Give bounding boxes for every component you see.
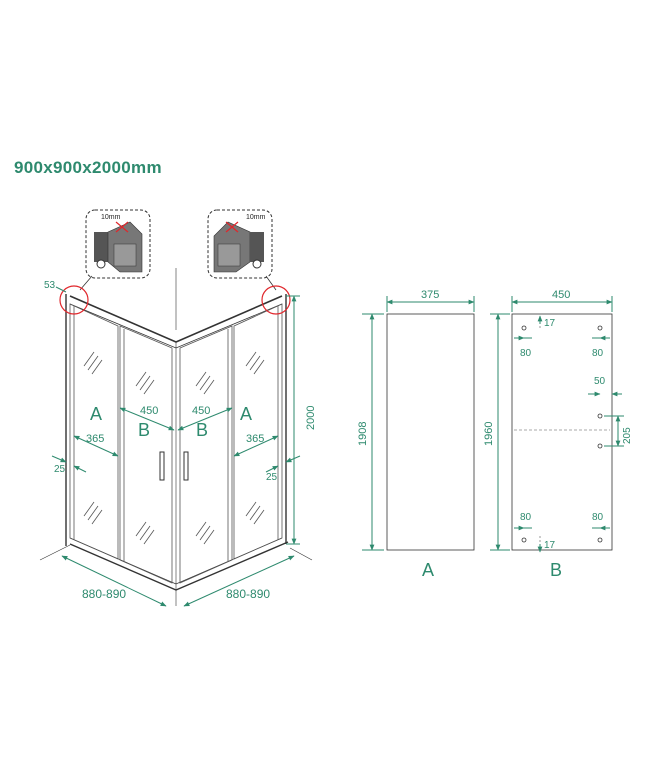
panel-a-height: 1908 bbox=[357, 422, 369, 446]
panel-b-dim-205: 205 bbox=[622, 427, 633, 444]
panel-b-drawing: 450 1960 17 80 80 50 205 80 80 bbox=[483, 289, 633, 553]
dim-365-left: 365 bbox=[86, 433, 104, 445]
panel-label-a-left: A bbox=[90, 404, 102, 424]
detail-left-gap: 10mm bbox=[101, 214, 121, 221]
panel-a-label: A bbox=[422, 560, 434, 580]
panel-label-b-right: B bbox=[196, 420, 208, 440]
panel-label-b-left: B bbox=[138, 420, 150, 440]
detail-inset-left: 10mm bbox=[79, 209, 151, 291]
enclosure-view bbox=[39, 268, 313, 606]
dim-53: 53 bbox=[44, 280, 56, 291]
panel-b-top-80-left: 80 bbox=[520, 348, 532, 359]
detail-right-gap: 10mm bbox=[246, 214, 266, 221]
dim-width-right: 880-890 bbox=[226, 587, 270, 601]
dim-height: 2000 bbox=[305, 406, 317, 430]
panel-b-width: 450 bbox=[552, 289, 570, 301]
page-title: 900x900x2000mm bbox=[14, 158, 162, 177]
dim-25-left: 25 bbox=[54, 464, 66, 475]
panel-a-drawing: 375 1908 bbox=[357, 289, 475, 551]
dim-25-right: 25 bbox=[266, 472, 278, 483]
panel-b-bot-17: 17 bbox=[544, 540, 556, 551]
dim-450-right: 450 bbox=[192, 405, 210, 417]
panel-b-dim-50: 50 bbox=[594, 376, 606, 387]
panel-b-top-80-right: 80 bbox=[592, 348, 604, 359]
main-dimensions: 53 365 450 450 365 25 25 2000 880-890 88… bbox=[44, 280, 317, 607]
panel-b-height: 1960 bbox=[483, 422, 495, 446]
panel-b-label: B bbox=[550, 560, 562, 580]
panel-a-width: 375 bbox=[421, 289, 439, 301]
panel-b-bot-80-right: 80 bbox=[592, 512, 604, 523]
detail-inset-right: 10mm bbox=[207, 209, 277, 291]
panel-b-bot-80-left: 80 bbox=[520, 512, 532, 523]
dim-450-left: 450 bbox=[140, 405, 158, 417]
dim-365-right: 365 bbox=[246, 433, 264, 445]
panel-label-a-right: A bbox=[240, 404, 252, 424]
dim-width-left: 880-890 bbox=[82, 587, 126, 601]
panel-b-top-17: 17 bbox=[544, 318, 556, 329]
